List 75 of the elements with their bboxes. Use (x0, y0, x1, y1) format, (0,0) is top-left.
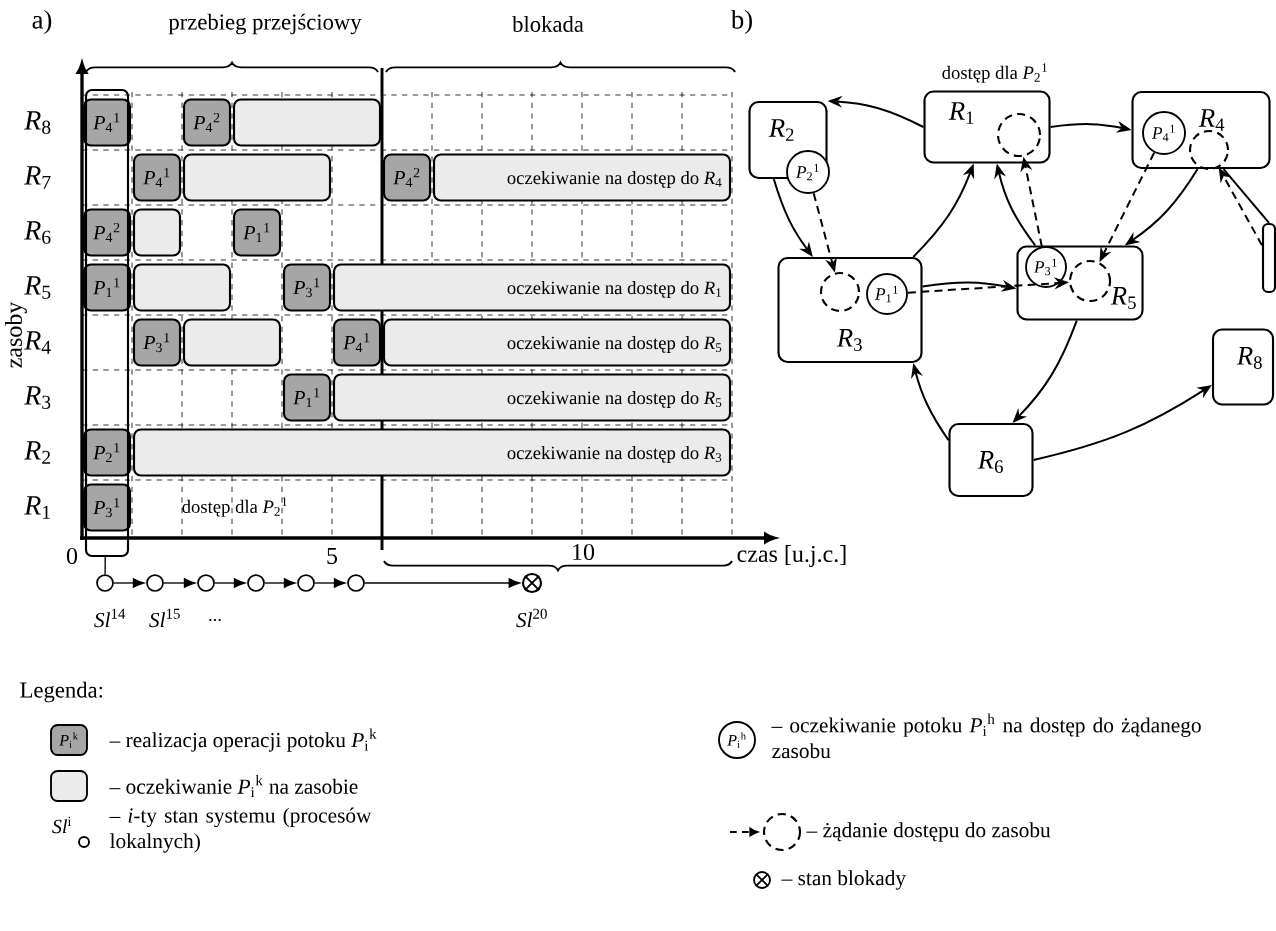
legend-text: – oczekiwanie P$_{i}$$^{k}$ na zasobie (109, 774, 358, 798)
operation-bar: P$_{4}$1 (132, 153, 182, 202)
waiting-bar (132, 263, 232, 312)
label: a) (32, 9, 52, 35)
label: 0 (66, 547, 78, 565)
label: R$_{2}$ (24, 441, 51, 464)
arrow (113, 578, 145, 588)
label: R$_{5}$ (24, 276, 51, 299)
request-circle (996, 112, 1042, 158)
waiting-bar: oczekiwanie na dostęp do R$_{5}$ (332, 373, 732, 422)
legend-sample: Sl$^{i}$ (52, 816, 90, 848)
label: czas [u.j.c.] (737, 545, 846, 567)
label: 5 (327, 548, 338, 564)
legend-text: – stan blokady (781, 870, 906, 890)
connector-line (104, 556, 106, 575)
operation-bar: P$_{3}$1 (282, 263, 332, 312)
waiting-bar: oczekiwanie na dostęp do R$_{4}$ (432, 153, 732, 202)
state-circle (347, 574, 365, 592)
arrow (264, 578, 296, 588)
arrow (314, 578, 346, 588)
resource-box (1261, 222, 1276, 294)
operation-bar: P$_{3}$1 (82, 483, 132, 532)
operation-bar: P$_{1}$1 (232, 208, 282, 257)
node-caption: dostęp dla P$_{2}$1 (942, 63, 1047, 83)
waiting-bar: oczekiwanie na dostęp do R$_{1}$ (332, 263, 732, 312)
legend-text: – realizacja operacji potoku P$_{i}$k (109, 728, 377, 752)
legend-sample: P$_{i}$k (50, 724, 88, 756)
waiting-bar (132, 208, 182, 257)
resource-box: R$_{6}$ (948, 422, 1034, 498)
state-circle (197, 574, 215, 592)
state-circle (297, 574, 315, 592)
request-circle (1188, 129, 1230, 171)
waiting-bar (232, 98, 382, 147)
label: R$_{3}$ (24, 386, 51, 409)
legend-text: – oczekiwanie potoku P$_{i}$$^{h}$ na dostęp do żądanego zasobu (771, 713, 1201, 759)
resource-box: R$_{1}$ (923, 90, 1051, 164)
legend-text: – żądanie dostępu do zasobu (806, 822, 1051, 842)
label: dostęp dla P$_{2}$1 (182, 497, 287, 517)
operation-bar: P$_{4}$2 (382, 153, 432, 202)
operation-bar: P$_{1}$1 (282, 373, 332, 422)
label: 10 (573, 543, 595, 561)
request-circle (819, 271, 861, 313)
label: ... (209, 618, 221, 622)
operation-bar: P$_{4}$2 (82, 208, 132, 257)
legend-sample: P$_{i}$h (718, 721, 756, 759)
operation-bar: P$_{4}$1 (332, 318, 382, 367)
label: R$_{6}$ (24, 221, 51, 244)
waiting-bar: oczekiwanie na dostęp do R$_{5}$ (382, 318, 732, 367)
legend-text: – i-ty stan systemu (procesów lokalnych) (109, 807, 372, 853)
label: R$_{1}$ (24, 496, 50, 519)
label: R$_{8}$ (24, 111, 51, 134)
request-circle (1068, 259, 1112, 303)
label: b) (730, 9, 752, 35)
state-label: Sl$^{20}$ (516, 608, 547, 628)
operation-bar: P$_{4}$1 (82, 98, 132, 147)
operation-bar: P$_{3}$1 (132, 318, 182, 367)
connector-line (1222, 168, 1270, 224)
label: Legenda: (20, 681, 103, 703)
label: blokada (512, 16, 584, 32)
state-frame (84, 88, 130, 558)
state-circle (247, 574, 265, 592)
arrow (214, 578, 246, 588)
operation-bar: P$_{4}$2 (182, 98, 232, 147)
arrow (364, 578, 520, 588)
operation-bar: P$_{2}$1 (82, 428, 132, 477)
waiting-bar (182, 318, 282, 367)
resource-box: R$_{8}$ (1211, 328, 1275, 406)
waiting-bar: oczekiwanie na dostęp do R$_{3}$ (132, 428, 732, 477)
label: R$_{7}$ (24, 166, 51, 189)
state-label: Sl$^{15}$ (149, 608, 180, 628)
label: przebieg przejściowy (168, 13, 362, 35)
arrow (163, 578, 196, 588)
operation-bar: P$_{1}$1 (82, 263, 132, 312)
state-label: Sl$^{14}$ (94, 608, 126, 628)
waiting-bar (182, 153, 332, 202)
